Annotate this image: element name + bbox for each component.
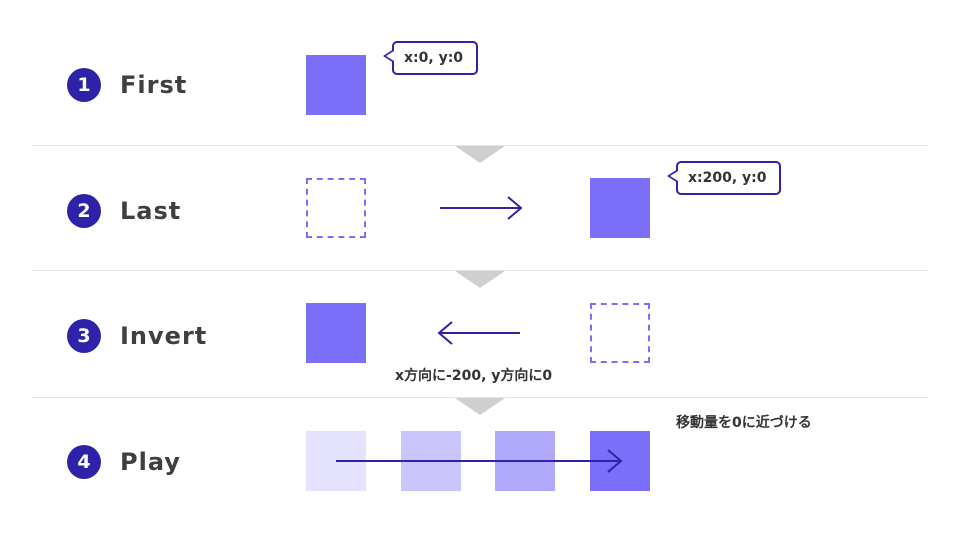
step-row-play: 4 Play 移動量を0に近づける <box>0 399 960 525</box>
left-arrow-icon <box>437 321 520 345</box>
step-label: First <box>120 71 188 99</box>
step-row-invert: 3 Invert x方向に-200, y方向に0 <box>0 273 960 399</box>
step-down-arrow-icon <box>455 271 505 288</box>
step-label: Last <box>120 197 182 225</box>
coordinate-bubble-first: x:0, y:0 <box>383 41 478 75</box>
right-arrow-icon <box>440 196 523 220</box>
step-number-badge: 1 <box>67 68 101 102</box>
coordinate-bubble-last: x:200, y:0 <box>667 161 781 195</box>
divider-line <box>32 397 928 398</box>
step-row-first: 1 First x:0, y:0 <box>0 22 960 148</box>
step-down-arrow-icon <box>455 146 505 163</box>
box-inverted-position <box>306 303 366 363</box>
step-row-last: 2 Last x:200, y:0 <box>0 148 960 274</box>
divider-line <box>32 270 928 271</box>
step-number-badge: 4 <box>67 445 101 479</box>
play-description-note: 移動量を0に近づける <box>676 415 812 431</box>
step-label: Invert <box>120 322 208 350</box>
invert-offset-note: x方向に-200, y方向に0 <box>395 368 553 384</box>
step-number-badge: 2 <box>67 194 101 228</box>
box-ghost-last-position <box>590 303 650 363</box>
box-first-position <box>306 55 366 115</box>
box-ghost-first-position <box>306 178 366 238</box>
box-last-position <box>590 178 650 238</box>
step-number-badge: 3 <box>67 319 101 353</box>
step-down-arrow-icon <box>455 398 505 415</box>
right-arrow-icon <box>336 449 623 473</box>
step-label: Play <box>120 448 181 476</box>
divider-line <box>32 145 928 146</box>
